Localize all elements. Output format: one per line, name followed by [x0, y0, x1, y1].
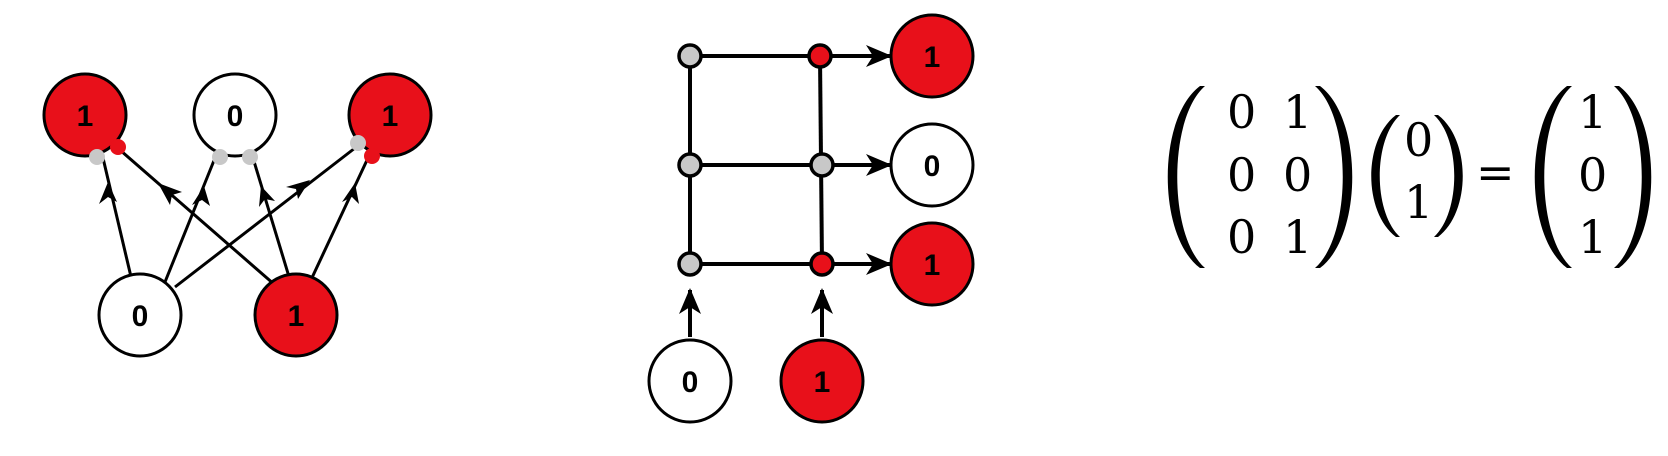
output-node-2: 1	[347, 72, 433, 158]
junction-dot	[677, 152, 703, 178]
matrix-brackets	[1167, 86, 1353, 268]
input-vector-brackets	[1371, 115, 1463, 237]
node-value: 1	[814, 366, 831, 399]
output-node-0: 1	[42, 72, 128, 158]
junction-dot	[677, 43, 703, 69]
crossbar-junctions	[677, 43, 835, 277]
network-diagram: 1 0 1 0	[42, 72, 433, 358]
matrix-entry: 0	[1227, 148, 1256, 202]
synapse-dot	[89, 149, 105, 165]
node-value: 1	[924, 249, 941, 282]
matrix-entries: 0 1 0 0 0 1	[1227, 85, 1312, 264]
node-value: 0	[227, 100, 244, 133]
matrix-equation: 0 1 0 0 0 1 0 1 = 1 0 1	[1167, 85, 1652, 268]
network-synapses	[89, 135, 380, 165]
node-value: 1	[77, 100, 94, 133]
equals-sign: =	[1476, 145, 1515, 199]
matrix-entry: 1	[1283, 85, 1312, 139]
arrowhead-icon	[342, 183, 359, 204]
result-vector-brackets	[1534, 86, 1652, 268]
connection-in0-out2	[174, 146, 356, 289]
node-value: 0	[924, 150, 941, 183]
connection-in1-out1	[251, 157, 292, 281]
result-vector-entry: 1	[1578, 210, 1607, 264]
crossbar-output-node-2: 1	[889, 221, 975, 307]
right-paren-icon	[1315, 86, 1353, 268]
matrix-entry: 0	[1227, 85, 1256, 139]
left-paren-icon	[1371, 115, 1400, 237]
left-paren-icon	[1534, 86, 1572, 268]
connection-in1-out0	[119, 148, 276, 287]
network-connections	[101, 146, 370, 316]
network-output-nodes: 1 0 1	[42, 72, 433, 158]
arrowhead-icon	[259, 186, 275, 207]
arrowhead-icon	[192, 186, 210, 206]
synapse-dot	[110, 139, 126, 155]
network-input-nodes: 0 1	[97, 272, 339, 358]
connection-in0-out1	[163, 157, 217, 283]
crossbar-output-node-0: 1	[889, 13, 975, 99]
junction-dot	[677, 251, 703, 277]
result-vector-entry: 0	[1578, 148, 1607, 202]
synapse-dot	[364, 148, 380, 164]
synapse-dot	[212, 149, 228, 165]
crossbar-input-node-1: 1	[779, 338, 865, 424]
junction-dot	[807, 43, 833, 69]
synapse-dot	[242, 149, 258, 165]
crossbar-output-nodes: 1 0 1	[889, 13, 975, 307]
input-node-1: 1	[253, 272, 339, 358]
node-value: 1	[288, 300, 305, 333]
input-vector-entry: 0	[1404, 113, 1433, 167]
node-value: 1	[924, 41, 941, 74]
network-arrowheads	[99, 180, 359, 207]
arrowhead-icon	[99, 182, 117, 204]
crossbar-output-node-1: 0	[889, 122, 975, 208]
crossbar-wires	[679, 45, 893, 337]
node-value: 1	[382, 100, 399, 133]
synapse-dot	[350, 135, 366, 151]
output-node-1: 0	[192, 72, 278, 158]
arrowhead-icon	[158, 183, 182, 205]
crossbar-diagram: 1 0 1 0 1	[647, 13, 975, 424]
arrowhead-icon	[286, 180, 310, 199]
matrix-entry: 1	[1283, 210, 1312, 264]
matrix-entry: 0	[1283, 148, 1312, 202]
node-value: 0	[682, 366, 699, 399]
junction-dot	[809, 251, 835, 277]
input-node-0: 0	[97, 272, 183, 358]
connection-in1-out2	[308, 157, 370, 283]
crossbar-input-nodes: 0 1	[647, 338, 865, 424]
right-paren-icon	[1434, 115, 1463, 237]
node-value: 0	[132, 300, 149, 333]
junction-dot	[809, 152, 835, 178]
right-paren-icon	[1614, 86, 1652, 268]
crossbar-input-node-0: 0	[647, 338, 733, 424]
left-paren-icon	[1167, 86, 1205, 268]
input-vector-entry: 1	[1404, 175, 1433, 229]
result-vector-entry: 1	[1578, 85, 1607, 139]
matrix-entry: 0	[1227, 210, 1256, 264]
